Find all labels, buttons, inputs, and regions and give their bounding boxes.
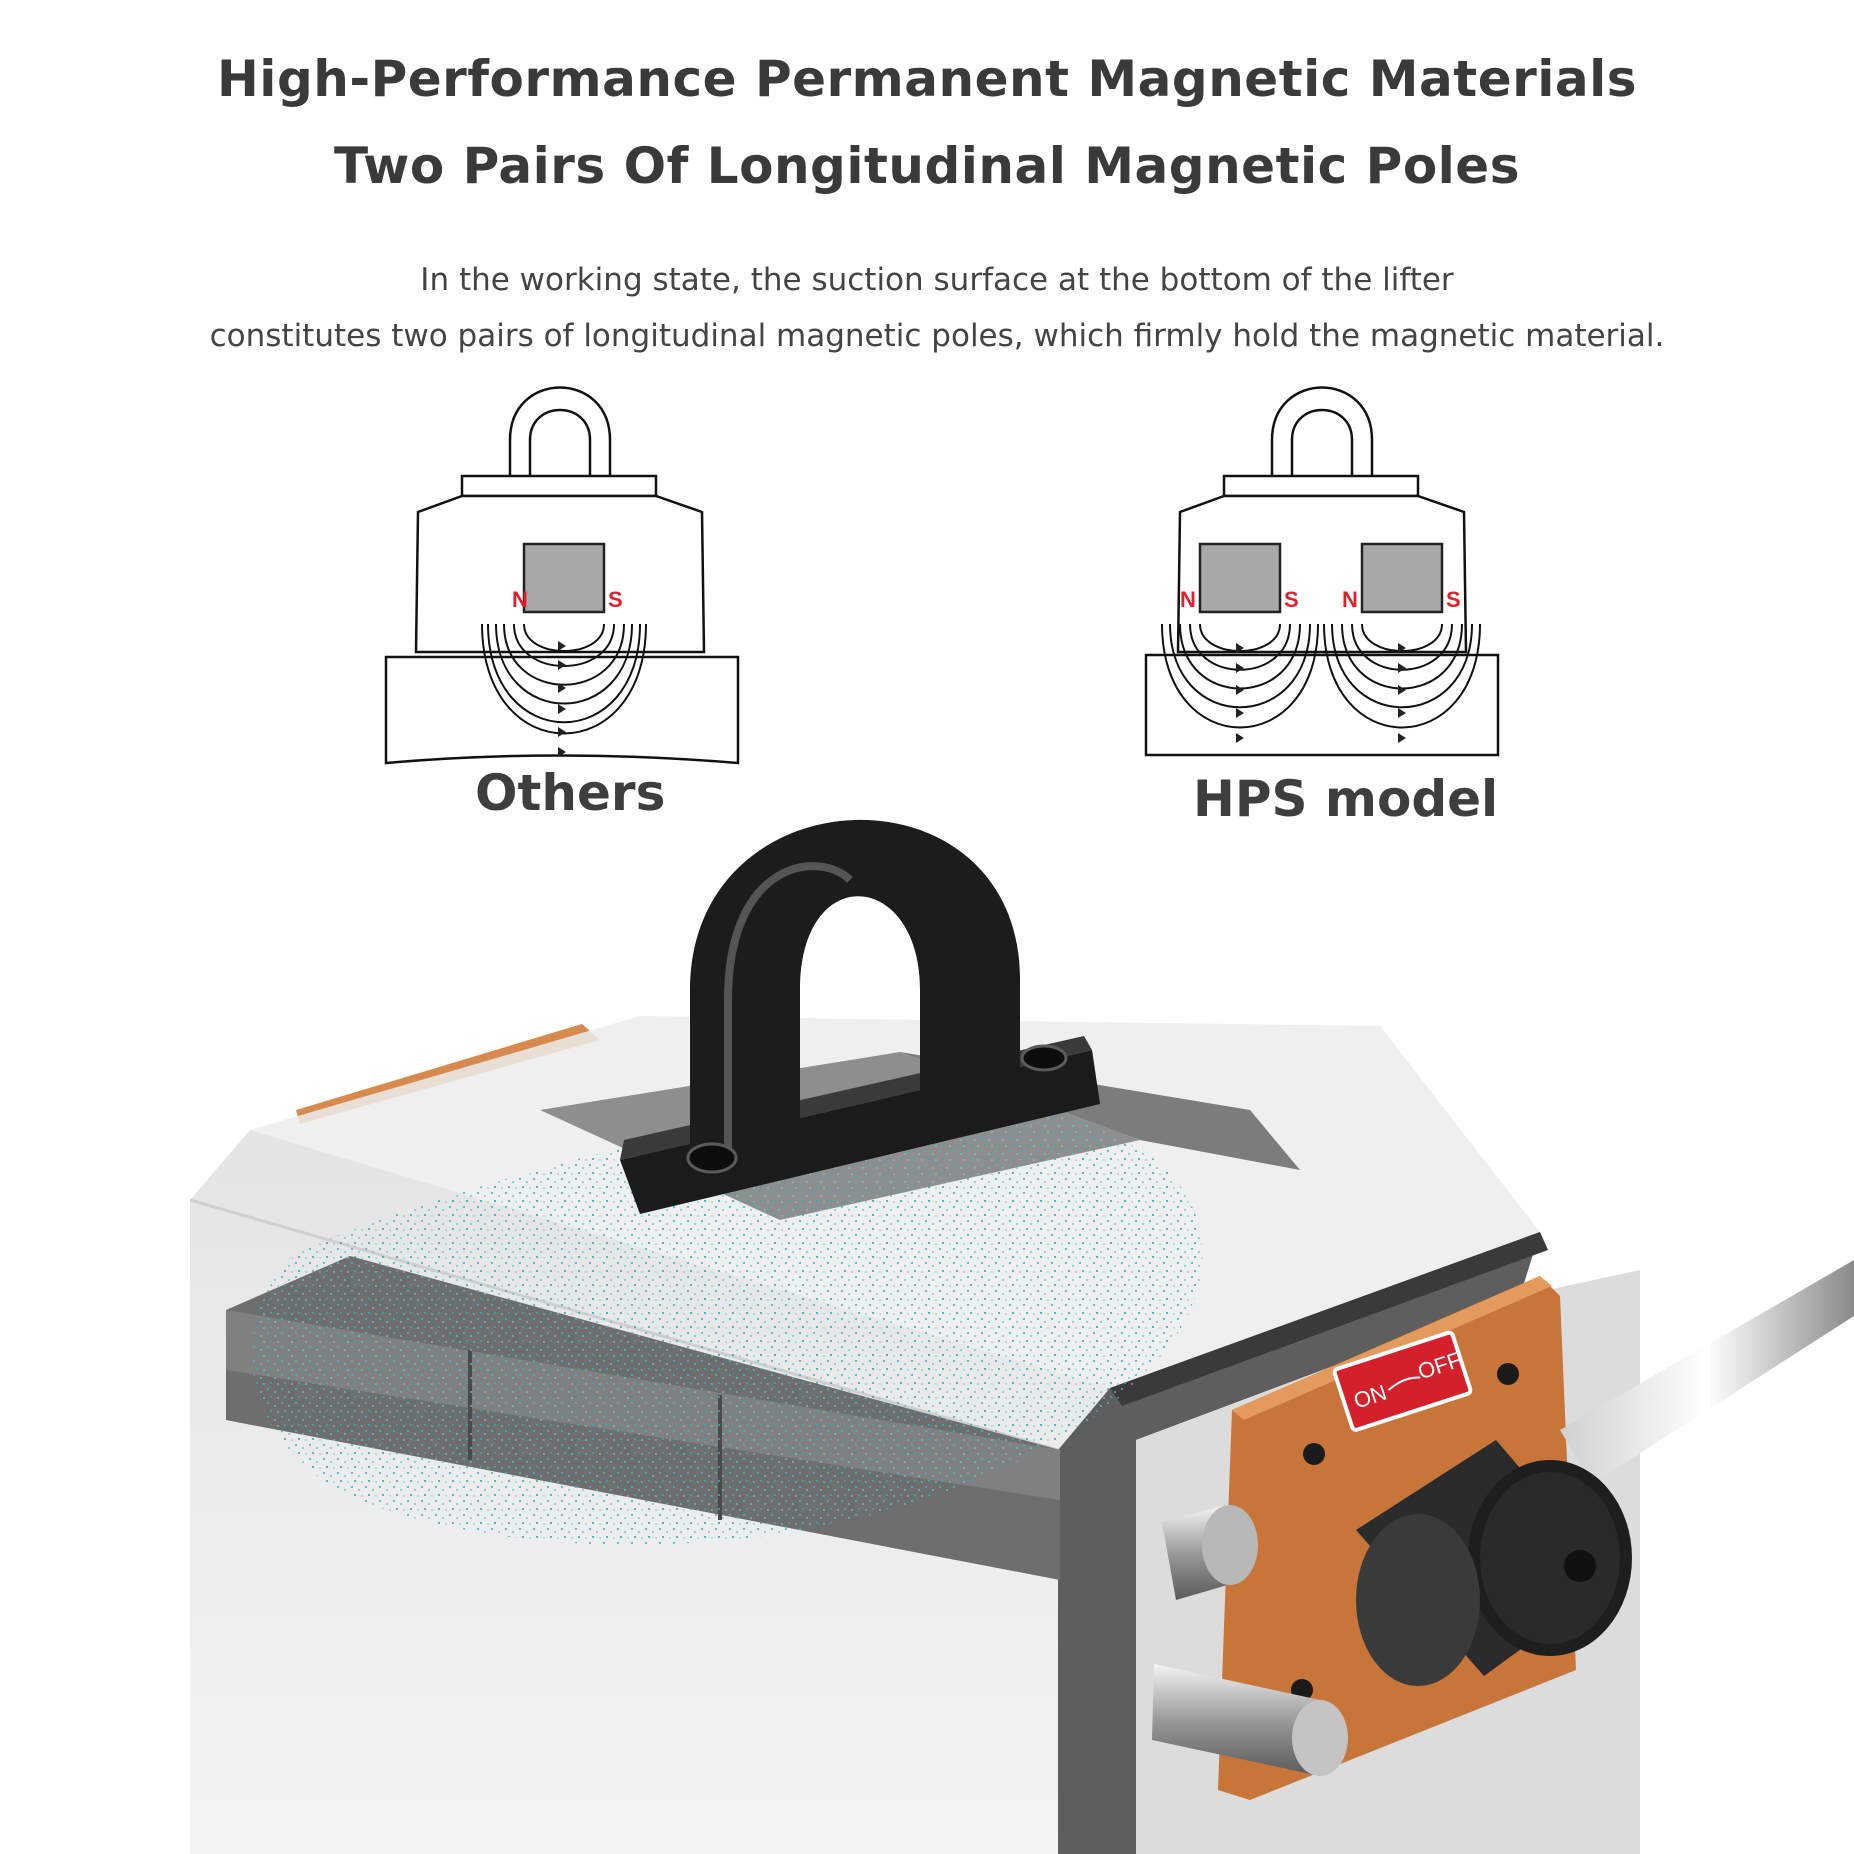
magnet-block bbox=[522, 542, 606, 614]
pole-s-label: S bbox=[608, 587, 623, 612]
description-line-1: In the working state, the suction surfac… bbox=[420, 262, 1454, 298]
screw-icon bbox=[1497, 1363, 1519, 1385]
guide-pin-bottom bbox=[1152, 1664, 1348, 1776]
diagram-others bbox=[384, 386, 740, 765]
lifting-eye bbox=[1270, 386, 1374, 488]
lifting-eye-bracket bbox=[620, 819, 1100, 1214]
lifting-eye bbox=[508, 386, 612, 488]
magnetic-lifter-render: ON OFF bbox=[189, 819, 1854, 1854]
title-line-2: Two Pairs Of Longitudinal Magnetic Poles bbox=[334, 137, 1520, 195]
magnet-block-2 bbox=[1360, 542, 1444, 614]
magnetic-field-cloud bbox=[252, 1107, 1203, 1545]
workpiece bbox=[1144, 653, 1500, 757]
switch-handle bbox=[1560, 1260, 1854, 1484]
magnet-block-1 bbox=[1198, 542, 1282, 614]
caption-hps: HPS model bbox=[1193, 770, 1499, 828]
pole-s-label-1: S bbox=[1284, 587, 1299, 612]
title-line-1: High-Performance Permanent Magnetic Mate… bbox=[216, 50, 1638, 108]
on-off-label: ON OFF bbox=[1332, 1330, 1473, 1432]
diagram-hps bbox=[1144, 386, 1500, 757]
lifter-side-face bbox=[1058, 1232, 1540, 1854]
pole-n-label-1: N bbox=[1180, 587, 1196, 612]
screw-icon bbox=[1303, 1443, 1325, 1465]
pole-n-label: N bbox=[512, 587, 528, 612]
guide-pin-top bbox=[1162, 1505, 1258, 1600]
switch-knob bbox=[1356, 1440, 1632, 1686]
pole-n-label-2: N bbox=[1342, 587, 1358, 612]
description-line-2: constitutes two pairs of longitudinal ma… bbox=[209, 318, 1665, 354]
pole-s-label-2: S bbox=[1446, 587, 1461, 612]
caption-others: Others bbox=[475, 764, 666, 822]
